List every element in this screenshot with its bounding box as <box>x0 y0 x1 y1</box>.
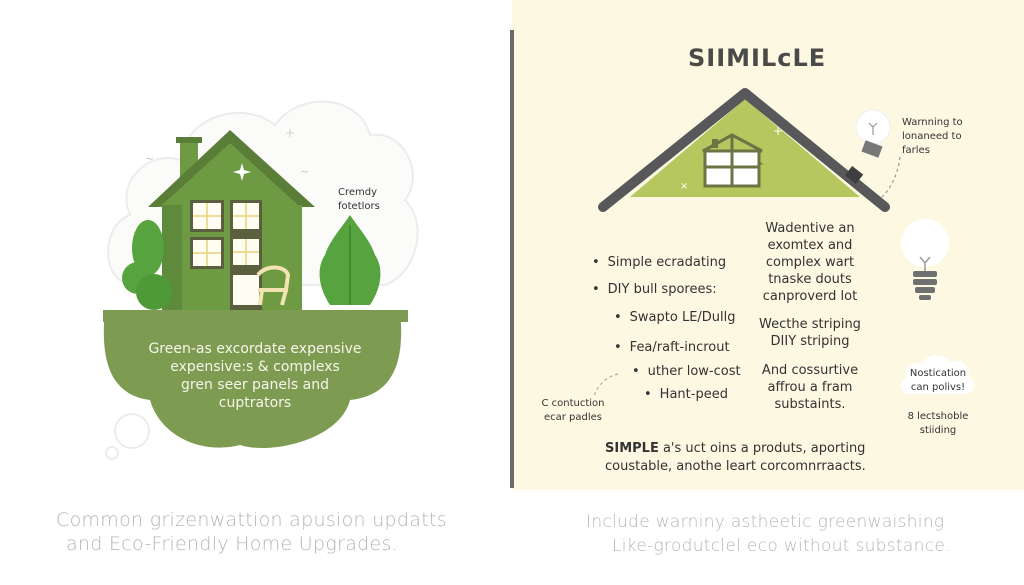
squiggle-icon: ~ <box>145 152 155 165</box>
footer-text: a's uct oins a produts, aporting <box>658 441 866 456</box>
cloud-text-line: Green-as excordate expensive <box>148 341 362 357</box>
right-caption-line-2: Like-grodutclel eco without substance. <box>612 536 951 556</box>
green-cloud <box>103 310 402 448</box>
note-line: 8 lectshoble <box>907 411 969 422</box>
svg-text:+: + <box>773 124 783 138</box>
cloud-note: Nostication can polivs! <box>898 367 978 395</box>
note-cloud <box>901 355 975 394</box>
left-caption-line-1: Common grizenwattion apusion updatts <box>56 509 447 531</box>
cloud-text-line: cuptrators <box>218 395 292 411</box>
cloud-text: Green-as excordate expensive expensive:s… <box>130 340 380 412</box>
cloud-label: Cremdy fotetlors <box>338 186 380 214</box>
bush-left <box>122 220 172 310</box>
note-line: can polivs! <box>910 382 966 393</box>
left-caption-line-2: and Eco-Friendly Home Upgrades. <box>66 533 399 555</box>
right-caption-line-1: Include warniny astheetic greenwaishing <box>586 512 945 532</box>
bulb-note-line: Warnning to <box>902 117 963 128</box>
middle-line: canproverd lot <box>762 289 858 304</box>
bulb-note-line: farles <box>902 145 930 156</box>
side-note-left: C contuction ecar padles <box>523 397 623 425</box>
middle-line: DIIY striping <box>770 334 850 349</box>
sparkle-icon: + <box>285 126 296 140</box>
large-lightbulb-icon <box>901 219 949 300</box>
note-line: C contuction <box>541 398 605 409</box>
brand-title: SIIMILcLE <box>688 44 827 72</box>
bulb-note: Warnning to lonaneed to farles <box>902 116 963 158</box>
middle-line: And cossurtive <box>761 363 859 378</box>
bush-right <box>319 215 381 305</box>
roof-illustration: + × <box>598 88 890 212</box>
side-note-right: 8 lectshoble stiiding <box>898 410 978 438</box>
cloud-text-line: expensive:s & complexs <box>170 359 340 375</box>
thought-bubbles <box>105 413 150 460</box>
ground-strip <box>103 310 408 322</box>
dashed-connector <box>881 156 901 198</box>
middle-line: complex wart <box>765 255 855 270</box>
cloud-label-line: fotetlors <box>338 201 380 212</box>
middle-line: substaints. <box>774 397 846 412</box>
bullet-item: DIY bull sporees: <box>592 282 717 298</box>
middle-line: exomtex and <box>767 238 853 253</box>
left-panel: + ~ ~ Cremdy fotetlors Green-as excordat… <box>56 100 447 555</box>
cloud-text-line: gren seer panels and <box>181 377 329 393</box>
note-line: Nostication <box>909 368 967 379</box>
bulb-note-line: lonaneed to <box>902 131 962 142</box>
middle-line: affrou a fram <box>767 380 853 395</box>
middle-line: tnaske douts <box>768 272 852 287</box>
footer-bold: SIMPLE <box>605 441 659 456</box>
bullet-item: Fea/raft-incrout <box>614 340 730 356</box>
cloud-label-line: Cremdy <box>338 187 378 198</box>
bullet-item: Hant-peed <box>644 387 728 403</box>
svg-text:×: × <box>680 181 688 192</box>
middle-line: Wecthe striping <box>759 317 861 332</box>
panel-divider <box>510 30 514 488</box>
footer-line-2: coustable, anothe leart corcomnrraacts. <box>605 459 866 474</box>
squiggle-icon: ~ <box>300 165 310 178</box>
dashed-connector <box>593 373 619 397</box>
middle-block-2: Wecthe striping DIIY striping <box>745 316 875 350</box>
footer-line-1: SIMPLE a's uct oins a produts, aporting <box>605 440 865 458</box>
note-line: stiiding <box>919 425 957 436</box>
middle-line: Wadentive an <box>765 221 855 236</box>
bullet-item: Swapto LE/Dullg <box>614 310 736 326</box>
lightbulb-icon <box>855 109 891 158</box>
bullet-item: uther low-cost <box>632 364 741 380</box>
note-line: ecar padles <box>543 412 603 423</box>
bullet-item: Simple ecradating <box>592 255 726 271</box>
middle-block-3: And cossurtive affrou a fram substaints. <box>745 362 875 413</box>
middle-block-1: Wadentive an exomtex and complex wart tn… <box>745 220 875 305</box>
